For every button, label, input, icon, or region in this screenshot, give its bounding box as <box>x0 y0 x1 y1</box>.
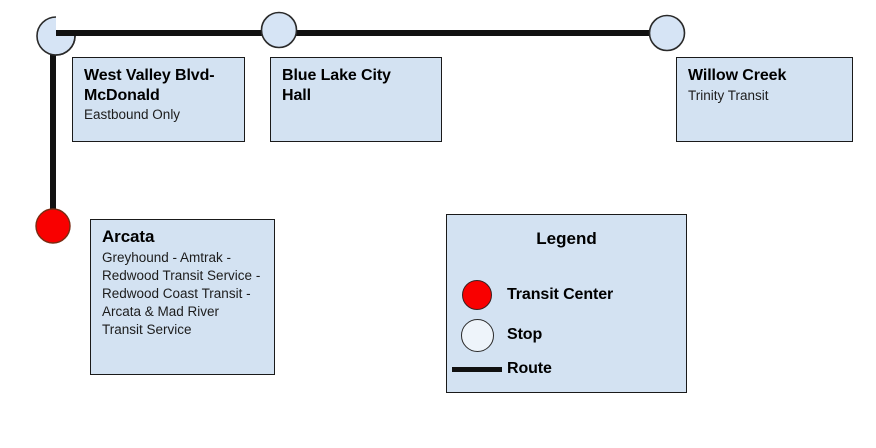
transit-center-swatch-wrap <box>447 280 507 310</box>
legend-title: Legend <box>536 229 597 248</box>
legend-item-transit-center: Transit Center <box>447 277 688 313</box>
transit-center-node-arcata[interactable] <box>35 208 71 244</box>
stop-node-willow-creek[interactable] <box>648 14 686 52</box>
legend-label-transit-center: Transit Center <box>507 286 614 303</box>
station-subtitle-arcata: Greyhound - Amtrak - Redwood Transit Ser… <box>102 249 261 337</box>
station-subtitle-willow-creek: Trinity Transit <box>688 87 769 103</box>
legend-panel: Legend Transit Center Stop Route <box>446 214 687 393</box>
open-circle-icon <box>460 318 494 352</box>
station-subtitle-west-valley: Eastbound Only <box>84 107 181 123</box>
station-title-blue-lake: Blue Lake City Hall <box>282 67 391 104</box>
station-box-willow-creek[interactable]: Willow Creek Trinity Transit <box>676 57 853 142</box>
stop-swatch-wrap <box>447 318 507 352</box>
red-filled-circle-icon <box>462 280 492 310</box>
station-title-arcata: Arcata <box>102 227 155 246</box>
legend-item-stop: Stop <box>447 317 688 353</box>
station-box-blue-lake[interactable]: Blue Lake City Hall <box>270 57 442 142</box>
station-title-west-valley: West Valley Blvd-McDonald <box>84 67 215 104</box>
thick-line-icon <box>452 366 502 372</box>
station-box-arcata[interactable]: Arcata Greyhound - Amtrak - Redwood Tran… <box>90 219 275 375</box>
legend-item-route: Route <box>447 353 688 385</box>
station-box-west-valley[interactable]: West Valley Blvd-McDonald Eastbound Only <box>72 57 245 142</box>
stop-node-blue-lake[interactable] <box>260 11 298 49</box>
stop-node-west-valley[interactable] <box>36 16 76 56</box>
station-title-willow-creek: Willow Creek <box>688 67 787 84</box>
legend-label-route: Route <box>507 360 552 377</box>
legend-label-stop: Stop <box>507 326 543 343</box>
route-swatch-wrap <box>447 366 507 372</box>
